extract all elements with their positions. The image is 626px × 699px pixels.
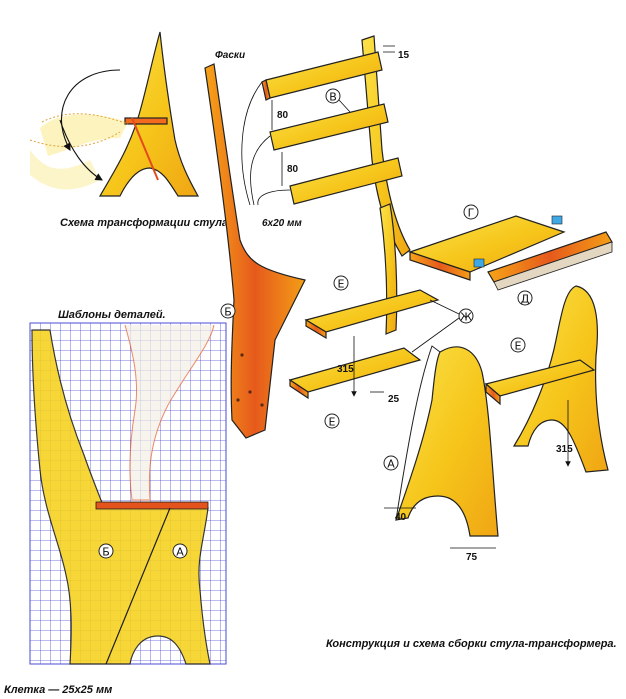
chamfer-caption: Фаски xyxy=(215,50,245,61)
templates-caption: Шаблоны деталей. xyxy=(58,309,166,321)
label-v: В xyxy=(329,91,337,104)
construction-caption: Конструкция и схема сборки стула-трансфо… xyxy=(326,638,617,650)
dim-315-b: 315 xyxy=(556,444,573,455)
dim-315-a: 315 xyxy=(337,364,354,375)
seat-parts: Г Д xyxy=(408,204,613,306)
backrest: 15 80 80 В 6x20 мм xyxy=(241,35,411,257)
dim-80-b: 80 xyxy=(287,164,299,175)
label-a-template: А xyxy=(176,546,184,559)
label-e-upper: Е xyxy=(338,278,345,291)
dim-40: 40 xyxy=(395,512,407,523)
transformation-caption: Схема трансформации стула. xyxy=(60,217,231,229)
steps: Е Е Ж 315 25 xyxy=(288,275,474,429)
transformation-scheme: Схема трансформации стула. xyxy=(29,31,231,229)
dim-25: 25 xyxy=(388,394,400,405)
label-zh: Ж xyxy=(460,311,472,324)
screws-caption: 6x20 мм xyxy=(262,218,302,229)
side-panel-b: Фаски Б xyxy=(204,50,306,439)
label-b-template: Б xyxy=(102,546,110,559)
label-d: Д xyxy=(521,293,530,306)
label-e-lower: Е xyxy=(329,416,336,429)
grid-caption: Клетка — 25x25 мм xyxy=(4,684,112,696)
label-e-seat: Е xyxy=(515,340,522,353)
templates-panel: Шаблоны деталей. Б А Клетка — 25x25 мм xyxy=(4,309,227,696)
label-a-frame: А xyxy=(387,458,395,471)
dim-15: 15 xyxy=(398,50,410,61)
template-shape xyxy=(31,329,211,665)
lower-frame: Е А 315 40 75 xyxy=(383,285,609,563)
slats xyxy=(261,51,403,205)
label-g: Г xyxy=(468,207,475,220)
dim-80-a: 80 xyxy=(277,110,289,121)
label-b-panel: Б xyxy=(224,306,232,319)
dim-75: 75 xyxy=(466,552,478,563)
